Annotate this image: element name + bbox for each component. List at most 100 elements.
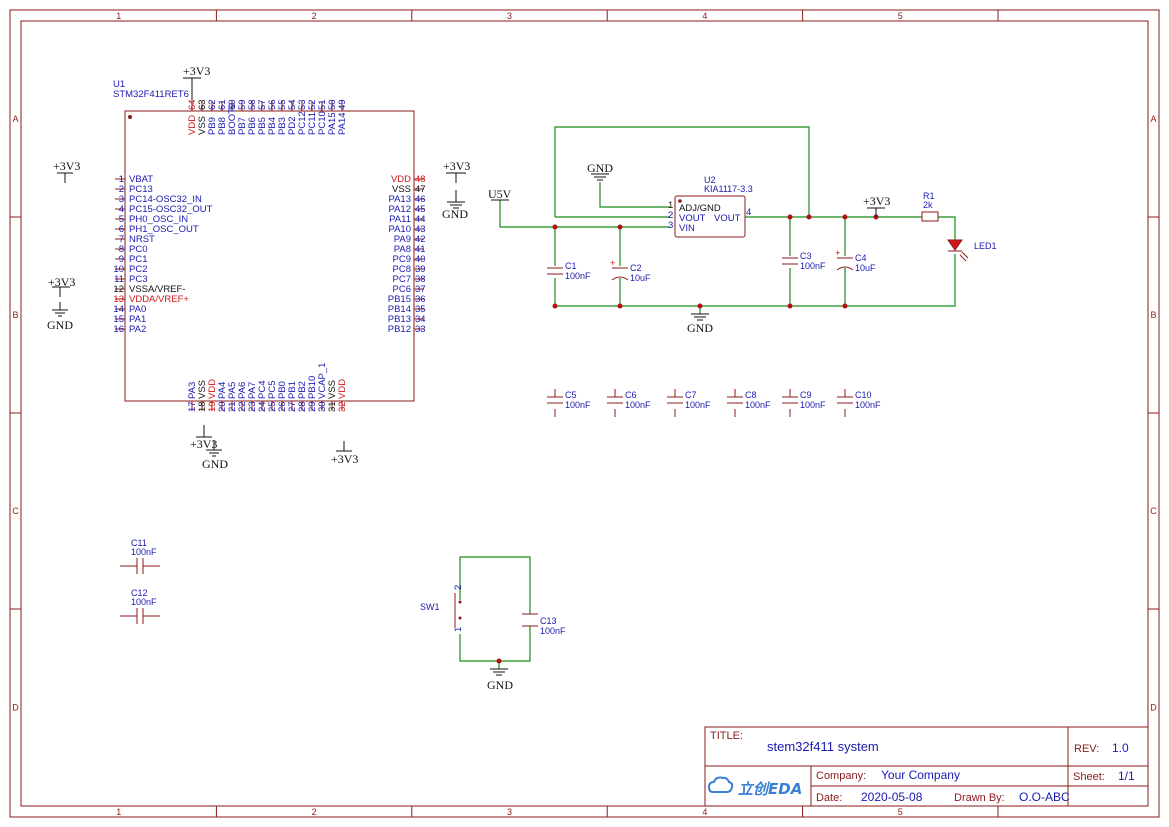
u1-top-3v3-label: +3V3: [183, 64, 210, 78]
capacitor-value: 100nF: [565, 271, 591, 281]
decoupling-capacitors[interactable]: C5100nFC6100nFC7100nFC8100nFC9100nFC1010…: [547, 389, 881, 417]
u1-pin-num-47: 47: [415, 184, 426, 195]
capacitor-ref: C12: [131, 588, 148, 598]
u1-pin-pa13: PA13: [388, 194, 411, 205]
capacitor-value: 100nF: [800, 400, 826, 410]
capacitor-ref: C13: [540, 616, 557, 626]
u1-pin-pc15-osc32_out: PC15-OSC32_OUT: [129, 204, 213, 215]
u1-pin-num-4: 4: [119, 204, 124, 215]
capacitor-value: 100nF: [131, 547, 157, 557]
capacitor-ref: C4: [855, 253, 867, 263]
u1-pin-pc1: PC1: [129, 254, 147, 265]
frame-col-top-5: 5: [898, 11, 903, 21]
u1-pin-ph1_osc_out: PH1_OSC_OUT: [129, 224, 199, 235]
u1-pin-vbat: VBAT: [129, 174, 153, 185]
date-value: 2020-05-08: [861, 790, 923, 804]
frame-row-right-C: C: [1150, 506, 1157, 516]
u2-regulator[interactable]: U2 KIA1117-3.3 1 ADJ/GND 2 VOUT 3 VIN VO…: [668, 175, 753, 238]
u1-pin-num-26: 26: [277, 401, 288, 412]
u2-pin1-num: 1: [668, 200, 673, 211]
u1-pin-pc9: PC9: [393, 254, 411, 265]
u1-pin-num-54: 54: [287, 99, 298, 110]
u1-pin-num-24: 24: [257, 401, 268, 412]
capacitor-ref: C9: [800, 390, 812, 400]
u1-pin-pc2: PC2: [129, 264, 147, 275]
u1-pin-num-5: 5: [119, 214, 124, 225]
u1-pin-pb2: PB2: [297, 381, 308, 399]
u1-pin-ph0_osc_in: PH0_OSC_IN: [129, 214, 188, 225]
u1-pin-pa11: PA11: [389, 214, 411, 225]
u1-pin-pc6: PC6: [393, 284, 411, 295]
u1-pin-num-8: 8: [119, 244, 124, 255]
u1-pin-num-10: 10: [113, 264, 124, 275]
frame-col-top-3: 3: [507, 11, 512, 21]
u1-pin-num-27: 27: [287, 401, 298, 412]
u1-pin-num-23: 23: [247, 401, 258, 412]
title-value: stem32f411 system: [767, 739, 879, 754]
u1-pin-vss: VSS: [197, 380, 208, 399]
u1-pin-num-28: 28: [297, 401, 308, 412]
u1-pin-num-61: 61: [217, 99, 228, 110]
u1-pin-pb15: PB15: [388, 294, 411, 305]
drawn-label: Drawn By:: [954, 792, 1005, 804]
u1-pin-num-38: 38: [415, 274, 426, 285]
u1-pin-num-7: 7: [119, 234, 124, 245]
capacitor-value: 100nF: [685, 400, 711, 410]
u1-pin-pa4: PA4: [217, 382, 228, 399]
cloud-icon: [707, 776, 734, 793]
frame-col-top-1: 1: [116, 11, 121, 21]
polarity-mark: +: [835, 248, 841, 259]
r1-ref: R1: [923, 191, 935, 201]
regulator-section[interactable]: U5V GND GND +3V3 U2 KIA1117-3.3 1 ADJ/GN…: [488, 126, 997, 335]
u1-pin-pa10: PA10: [388, 224, 411, 235]
u2-pin3: VIN: [679, 223, 695, 234]
r1-resistor[interactable]: R1 2k: [921, 191, 939, 222]
u1-pin-num-16: 16: [113, 324, 124, 335]
sw1-ref: SW1: [420, 602, 440, 612]
company-value: Your Company: [881, 768, 960, 782]
u1-pin-pb8: PB8: [217, 117, 228, 135]
u1-pin-pa2: PA2: [129, 324, 146, 335]
u5v-label: U5V: [488, 187, 512, 201]
u1-pin-pc5: PC5: [267, 381, 278, 399]
u1-pin-pb14: PB14: [388, 304, 411, 315]
u1-pin-pc0: PC0: [129, 244, 147, 255]
u1-pin-pb13: PB13: [388, 314, 411, 325]
u1-pin-num-9: 9: [119, 254, 124, 265]
date-label: Date:: [816, 792, 842, 804]
bottom-gnd-label: GND: [202, 457, 228, 471]
u1-pin-num-49: 49: [337, 99, 348, 110]
u1-pin-pc3: PC3: [129, 274, 147, 285]
u1-pin-pb9: PB9: [207, 117, 218, 135]
u1-pin-num-20: 20: [217, 401, 228, 412]
u1-pin-pc13: PC13: [129, 184, 153, 195]
frame-col-top-2: 2: [312, 11, 317, 21]
u1-pin-pc12: PC12: [297, 111, 308, 135]
led1-diode[interactable]: LED1: [947, 239, 997, 262]
u1-pin-num-19: 19: [207, 401, 218, 412]
u1-pin-num-39: 39: [415, 264, 426, 275]
u1-pin-num-53: 53: [297, 99, 308, 110]
sw1-pin1: 1: [453, 627, 464, 632]
u1-pin-num-41: 41: [415, 244, 426, 255]
u1-pin-num-62: 62: [207, 99, 218, 110]
u1-pin-num-6: 6: [119, 224, 124, 235]
